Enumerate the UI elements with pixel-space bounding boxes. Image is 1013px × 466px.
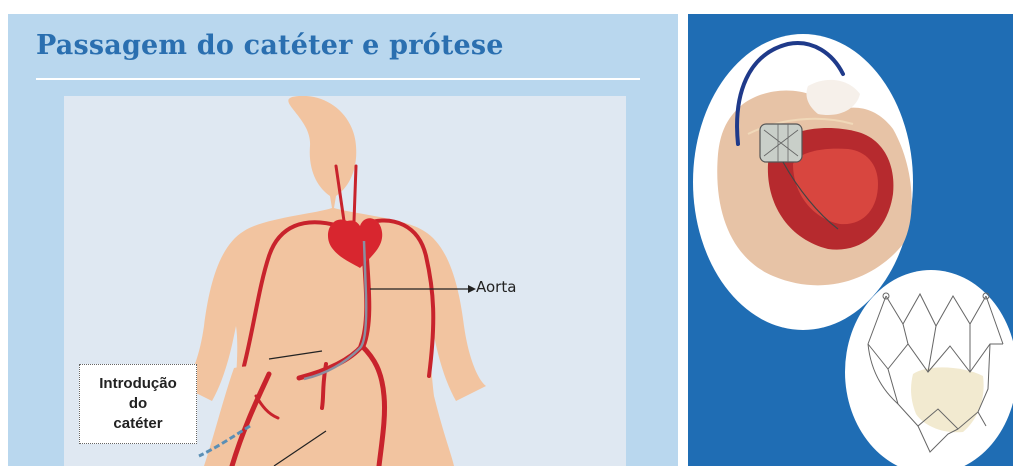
aorta-label: Aorta bbox=[476, 278, 516, 296]
catheter-introduction-callout: Introdução do catéter bbox=[79, 364, 197, 444]
title-underline bbox=[36, 78, 640, 80]
valve-stent-frame-image bbox=[845, 270, 1013, 466]
callout-line-2: do bbox=[129, 394, 147, 414]
aorta-pointer-arrow bbox=[468, 285, 476, 293]
callout-line-1: Introdução bbox=[99, 374, 177, 394]
right-image-panel bbox=[688, 14, 1013, 466]
callout-line-3: catéter bbox=[113, 414, 162, 434]
right-carotid-artery bbox=[354, 166, 356, 221]
slide-title: Passagem do catéter e prótese bbox=[36, 30, 504, 61]
valve-illustrations bbox=[688, 14, 1013, 466]
heart-cross-section-image bbox=[693, 34, 913, 330]
